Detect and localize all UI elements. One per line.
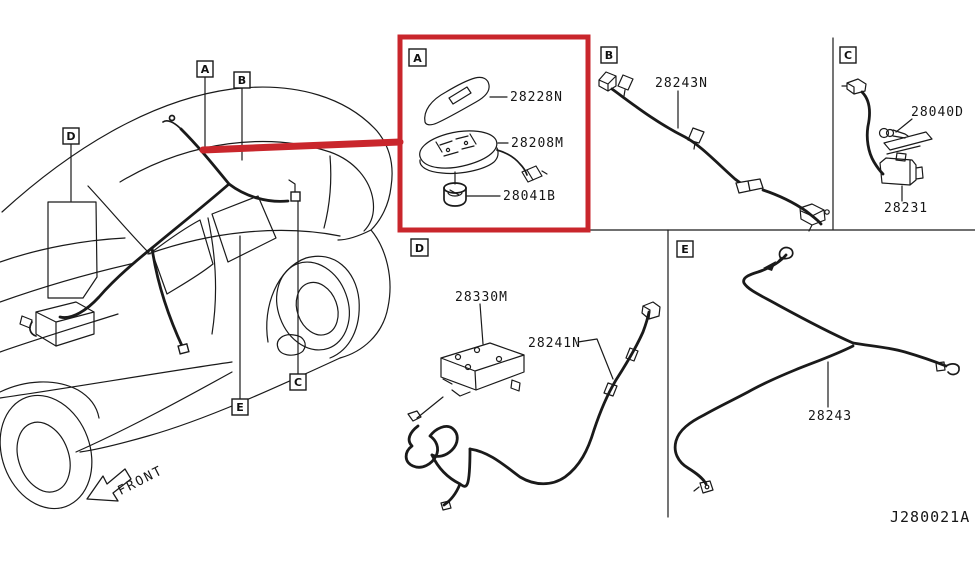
car-callout-box-a — [196, 60, 214, 78]
car-hood-crease — [0, 262, 136, 303]
car-callout-box-e — [231, 398, 249, 416]
car-roof-inner-line — [119, 141, 375, 232]
panel-letter-a: A — [413, 52, 422, 65]
part-label-28041B[interactable]: 28041B — [503, 189, 556, 204]
harness-roof-run — [179, 127, 290, 203]
car-illustration — [0, 86, 393, 510]
grommet-drawing — [443, 171, 467, 207]
part-label-28241N[interactable]: 28241N — [528, 336, 581, 351]
car-callout-box-d — [62, 127, 80, 145]
feeder-cable-e-drawing — [673, 246, 960, 494]
harness-lower-connector — [177, 342, 190, 355]
harness-second-strand — [150, 246, 185, 350]
car-cowl-line — [0, 237, 126, 263]
car-rocker-line — [79, 357, 341, 453]
car-beltline — [147, 229, 341, 255]
panel-letter-b: B — [605, 49, 613, 62]
panel-letter-box-c[interactable] — [839, 46, 857, 64]
fin-antenna-drawing — [424, 76, 490, 126]
car-callouts: A B C D E — [62, 60, 307, 416]
part-label-28330M[interactable]: 28330M — [455, 290, 508, 305]
car-body-outline — [1, 86, 393, 359]
rear-wheel — [276, 261, 350, 351]
diagram-code: J280021A — [890, 508, 970, 526]
feeder-cable-b-drawing — [598, 71, 830, 232]
front-wheel-arch — [0, 381, 100, 419]
part-label-28243[interactable]: 28243 — [808, 409, 852, 424]
control-unit-drawing — [416, 342, 525, 419]
panel-letter-box-e[interactable] — [676, 240, 694, 258]
panel-letter-c: C — [844, 49, 852, 62]
panel-c: 28040D 28231 C — [839, 46, 964, 216]
panel-e: 28243 E — [673, 240, 960, 494]
car-rear-pillar — [323, 155, 332, 229]
car-callout-e: E — [236, 401, 244, 414]
car-amplifier-unit — [19, 301, 95, 347]
car-trunk-seam — [337, 229, 372, 241]
car-callout-b: B — [238, 74, 246, 87]
selection-highlight — [199, 34, 591, 233]
panel-d: 28330M 28241N D — [404, 238, 661, 511]
leader-28040D — [895, 118, 913, 133]
panel-letter-d: D — [415, 242, 424, 255]
panel-letter-e: E — [681, 243, 689, 256]
panel-letter-box-b[interactable] — [600, 46, 618, 64]
car-callout-box-b — [233, 71, 251, 89]
part-label-28040D[interactable]: 28040D — [911, 105, 964, 120]
car-mirror — [276, 334, 306, 356]
leader-28330M — [479, 303, 484, 345]
antenna-base-drawing — [419, 130, 548, 183]
rear-wheel-arch — [266, 255, 360, 359]
car-door-seam — [207, 217, 217, 335]
harness-rear-connector-stub — [288, 179, 296, 193]
panel-letter-box-a[interactable] — [408, 48, 427, 67]
panel-b: 28243N B — [598, 46, 830, 232]
front-marker: FRONT — [86, 463, 166, 502]
car-fender-line — [0, 313, 119, 353]
part-label-28208M[interactable]: 28208M — [511, 136, 564, 151]
amplifier-assembly-drawing — [841, 78, 933, 186]
front-label: FRONT — [115, 463, 166, 499]
highlight-frame — [397, 34, 591, 233]
harness-pillar-run — [58, 182, 231, 319]
car-lower-line-2 — [75, 371, 233, 453]
panel-grid — [399, 37, 975, 518]
car-front-window — [151, 219, 214, 295]
car-lower-line-1 — [0, 361, 233, 399]
part-label-28231[interactable]: 28231 — [884, 201, 928, 216]
car-callout-d: D — [66, 130, 75, 143]
part-label-28228N[interactable]: 28228N — [510, 90, 563, 105]
part-label-28243N[interactable]: 28243N — [655, 76, 708, 91]
car-callout-box-c — [289, 373, 307, 391]
zone-bracket-d — [47, 201, 98, 299]
front-arrow-icon — [86, 468, 132, 502]
car-a-pillar — [87, 185, 151, 255]
harness-d-drawing — [404, 301, 661, 511]
car-callout-c: C — [294, 376, 302, 389]
harness-antenna-stub — [162, 119, 182, 130]
antenna-harness — [58, 114, 301, 355]
car-callout-a: A — [201, 63, 210, 76]
car-rear-window — [211, 195, 277, 263]
panel-a: 28228N 28208M 28041B A — [408, 48, 564, 207]
highlight-pointer-line — [199, 138, 404, 154]
harness-rear-connector — [290, 191, 301, 202]
front-wheel — [0, 394, 93, 510]
antenna-pigtail — [168, 114, 176, 122]
leader-28241N — [577, 338, 614, 380]
panel-letter-box-d[interactable] — [410, 238, 429, 257]
